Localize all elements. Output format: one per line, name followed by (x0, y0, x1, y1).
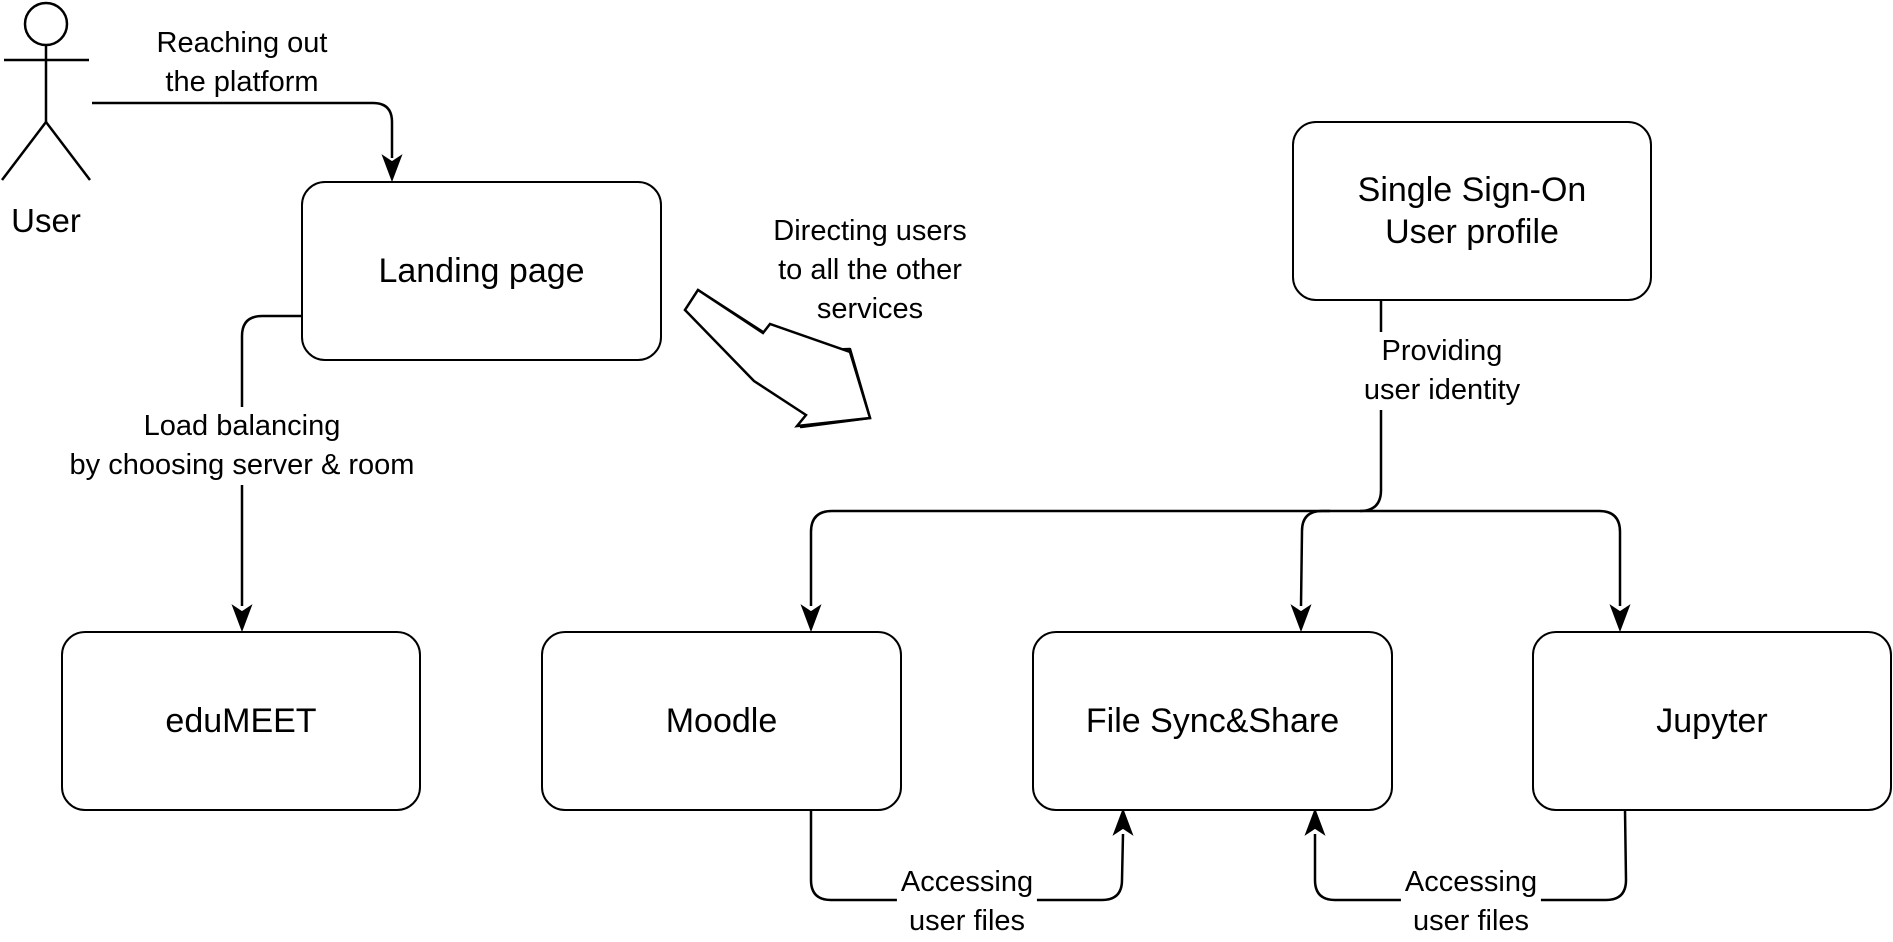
edge-user-to-landing (92, 101, 394, 158)
node-edumeet[interactable]: eduMEET (61, 631, 421, 811)
edge-label-accessing-files-moodle: Accessing user files (896, 863, 1038, 941)
edge-sso-to-jupyter (1360, 509, 1622, 606)
edge-sso-to-filesync (1299, 509, 1330, 607)
arrowhead-edumeet (231, 604, 253, 633)
user-actor-label: User (11, 202, 81, 239)
arrowhead-filesync-bottom-right (1304, 807, 1326, 836)
user-actor-icon (1, 1, 91, 181)
node-moodle[interactable]: Moodle (541, 631, 902, 811)
arrowhead-landing (381, 154, 403, 183)
arrowhead-filesync-bottom-left (1112, 807, 1134, 836)
node-file-sync-share[interactable]: File Sync&Share (1032, 631, 1393, 811)
edge-label-accessing-files-jupyter: Accessing user files (1400, 863, 1542, 941)
edge-sso-trunk (809, 301, 1383, 606)
node-jupyter[interactable]: Jupyter (1532, 631, 1892, 811)
block-arrow-shape-directing-icon (683, 288, 872, 428)
edge-label-providing-identity: Providing user identity (1359, 332, 1525, 410)
node-landing-page[interactable]: Landing page (301, 181, 662, 361)
arrowhead-moodle (800, 604, 822, 633)
arrowhead-jupyter (1609, 604, 1631, 633)
node-single-sign-on[interactable]: Single Sign-On User profile (1292, 121, 1652, 301)
edge-label-directing-users: Directing users to all the other service… (773, 215, 967, 325)
arrowhead-filesync (1290, 604, 1312, 633)
edge-landing-to-edumeet (240, 314, 301, 606)
edge-label-load-balancing: Load balancing by choosing server & room (65, 407, 419, 485)
edge-label-reaching-out: Reaching out the platform (156, 27, 328, 98)
